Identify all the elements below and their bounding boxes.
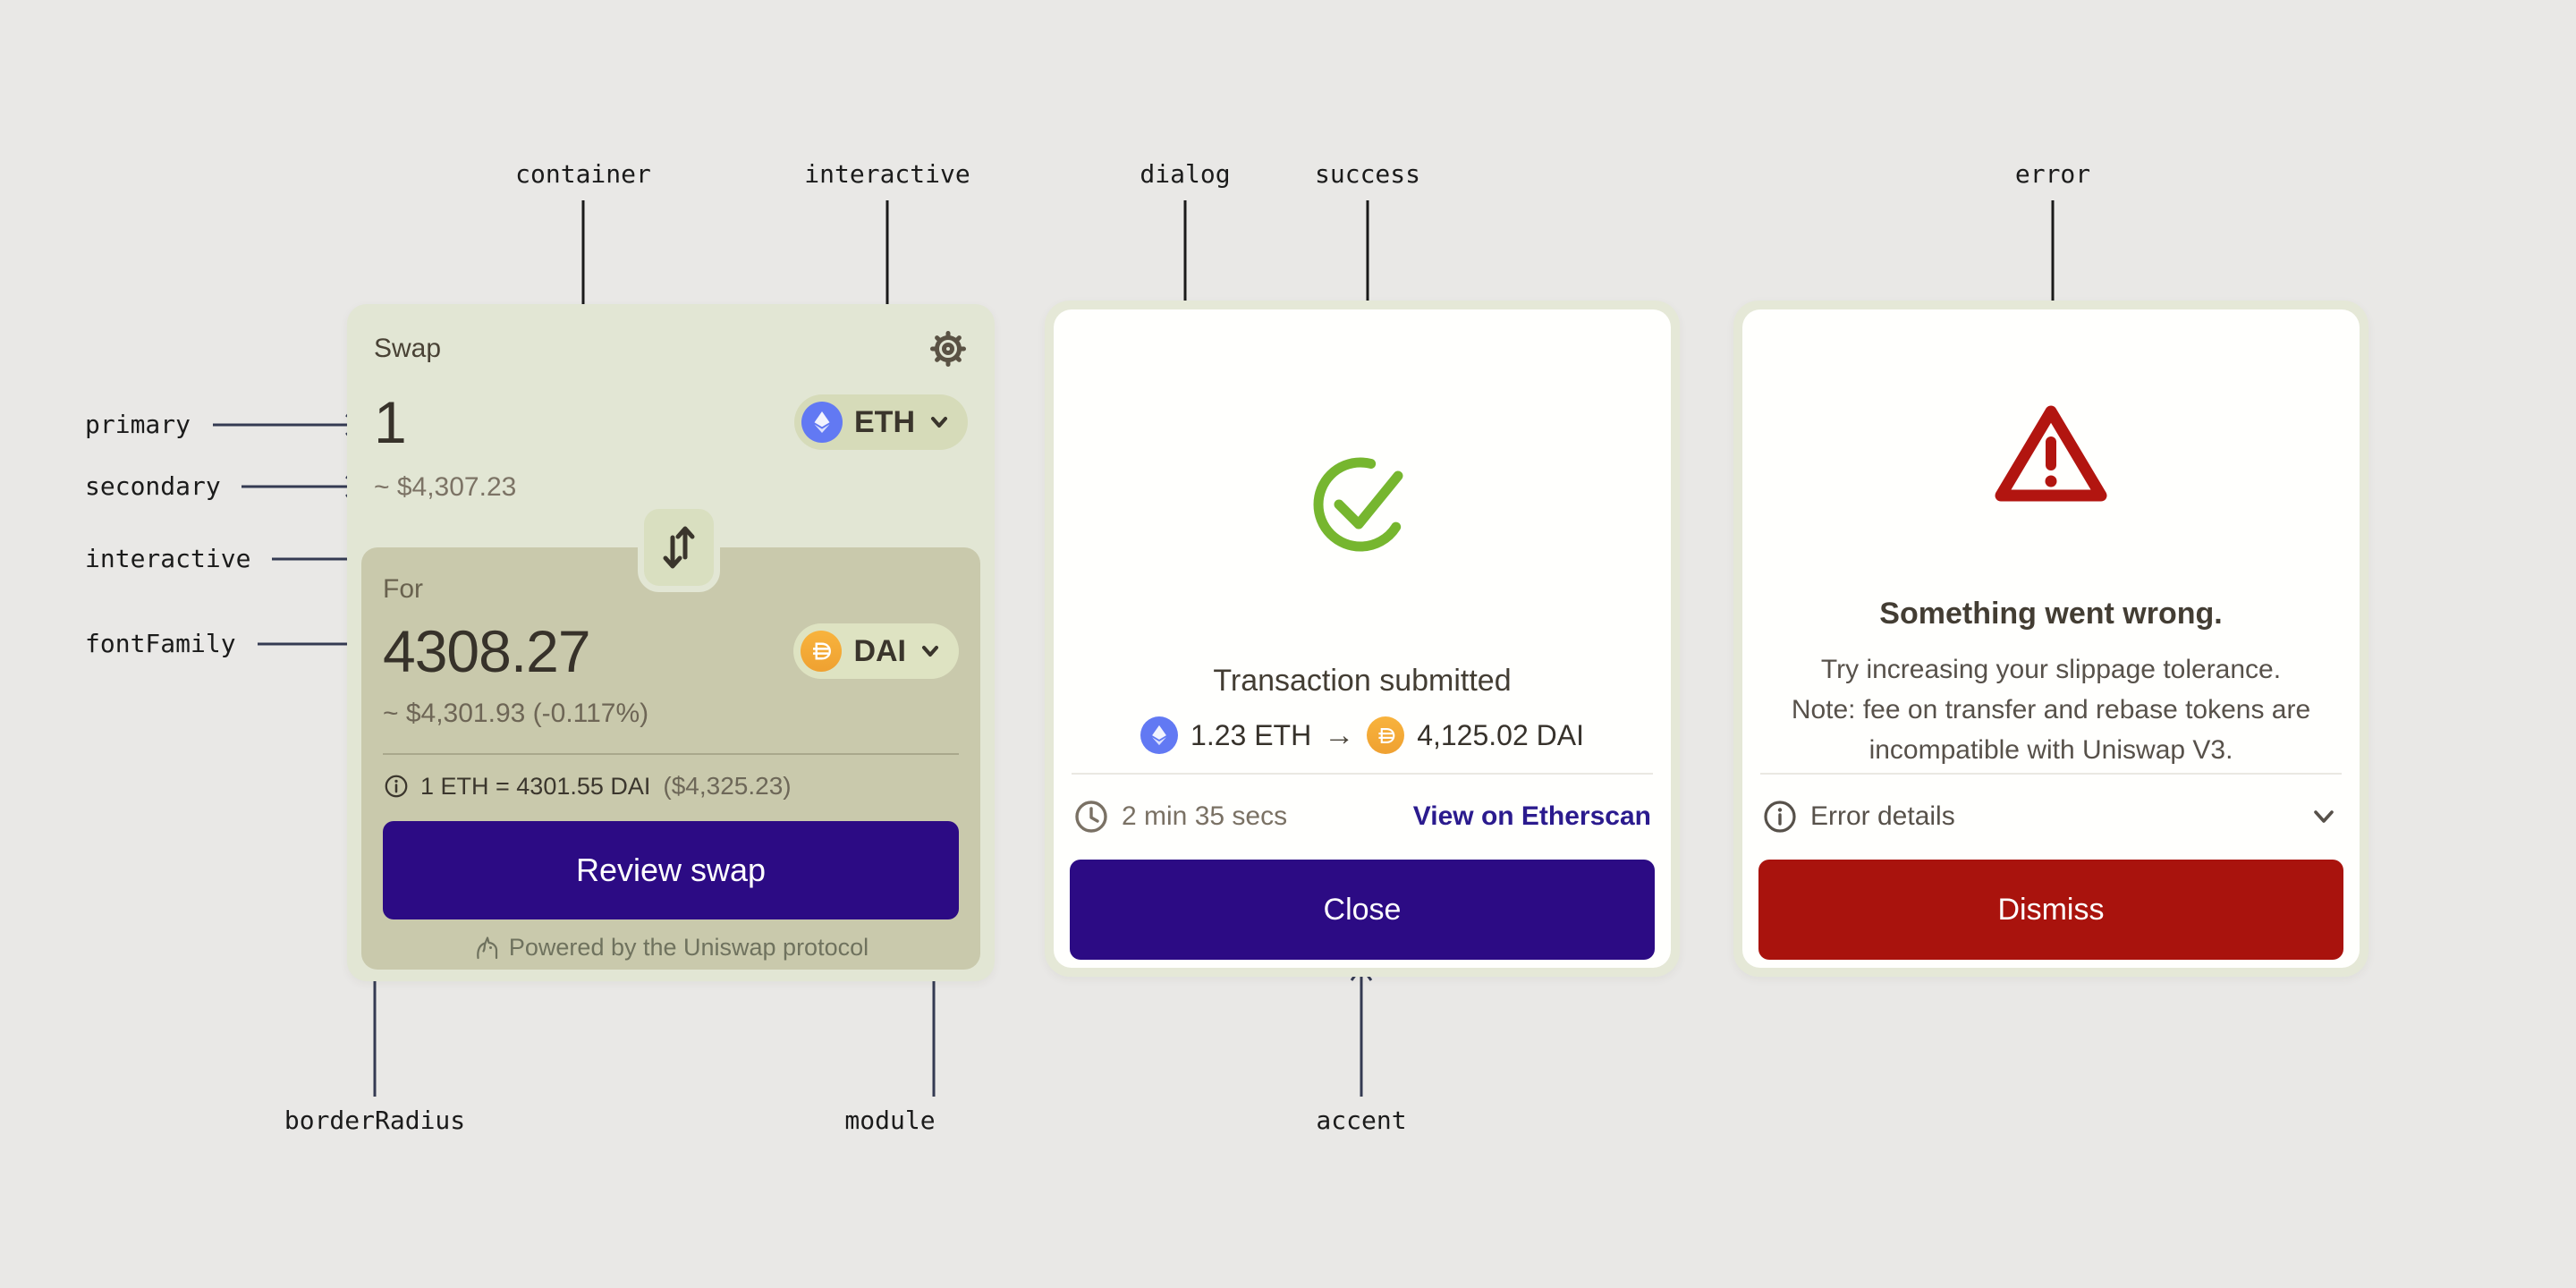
dai-icon (801, 631, 843, 672)
duration-label: 2 min 35 secs (1122, 801, 1288, 831)
info-icon (385, 775, 408, 798)
clock-icon (1075, 801, 1107, 833)
dai-icon (1367, 716, 1405, 754)
success-check-icon (1313, 457, 1408, 552)
swap-output-amount[interactable]: 4308.27 (383, 618, 591, 684)
arrow-right-icon: → (1324, 717, 1355, 752)
output-token-selector[interactable]: DAI (793, 623, 959, 679)
error-body-line: incompatible with Uniswap V3. (1868, 735, 2233, 765)
transaction-dialog: Transaction submitted 1.23 ETH → (1045, 301, 1680, 977)
to-amount: 4,125.02 DAI (1417, 718, 1584, 751)
annotation-error: error (2014, 159, 2091, 189)
swap-direction-button[interactable] (638, 503, 720, 592)
review-swap-button[interactable]: Review swap (383, 821, 959, 919)
unicorn-icon (477, 936, 498, 959)
annotation-primary: primary (85, 410, 191, 439)
error-heading: Something went wrong. (1879, 597, 2223, 631)
error-body-line: Try increasing your slippage tolerance. (1820, 655, 2282, 684)
annotation-dialog: dialog (1140, 159, 1231, 189)
divider (1072, 773, 1653, 775)
for-label: For (383, 574, 423, 604)
swap-vertical-icon (663, 526, 695, 569)
eth-icon (1140, 716, 1179, 754)
error-dialog: Something went wrong. Try increasing you… (1733, 301, 2368, 977)
annotation-interactive-top: interactive (804, 159, 970, 189)
annotation-accent: accent (1316, 1106, 1407, 1135)
view-on-etherscan-link[interactable]: View on Etherscan (1412, 801, 1651, 831)
swap-title: Swap (374, 334, 442, 363)
settings-button[interactable] (928, 329, 968, 369)
divider (383, 753, 959, 755)
rate-row: 1 ETH = 4301.55 DAI ($4,325.23) (383, 771, 959, 801)
chevron-down-icon (922, 646, 938, 657)
annotation-module: module (844, 1106, 936, 1135)
swap-input-usd: ~ $4,307.23 (374, 472, 517, 502)
eth-icon (801, 402, 843, 443)
annotation-borderradius: borderRadius (284, 1106, 466, 1135)
dismiss-button[interactable]: Dismiss (1758, 860, 2343, 960)
exchange-rate-usd: ($4,325.23) (663, 772, 792, 800)
swap-container: Swap 1 (347, 304, 995, 981)
gear-icon (930, 331, 966, 367)
close-button[interactable]: Close (1070, 860, 1655, 960)
divider (1760, 773, 2342, 775)
input-token-selector[interactable]: ETH (794, 394, 968, 450)
info-icon (1764, 801, 1796, 833)
from-amount: 1.23 ETH (1191, 718, 1312, 751)
annotation-secondary: secondary (85, 471, 221, 501)
swap-output-module: For 4308.27 DAI ~ (361, 547, 980, 970)
error-body-line: Note: fee on transfer and rebase tokens … (1791, 695, 2311, 724)
error-details-label: Error details (1810, 801, 1955, 831)
swap-output-usd: ~ $4,301.93 (-0.117%) (383, 699, 649, 728)
exchange-rate: 1 ETH = 4301.55 DAI (420, 772, 651, 800)
annotation-container: container (515, 159, 651, 189)
powered-by: Powered by the Uniswap protocol (383, 934, 959, 962)
input-token-label: ETH (854, 404, 915, 439)
annotation-interactive-left: interactive (85, 544, 251, 573)
annotation-fontfamily: fontFamily (85, 629, 236, 658)
powered-by-label: Powered by the Uniswap protocol (508, 934, 869, 961)
dialog-heading: Transaction submitted (1213, 664, 1512, 698)
error-details-toggle[interactable]: Error details (1762, 794, 2340, 839)
error-warning-icon (1995, 405, 2107, 502)
swap-summary: 1.23 ETH → 4,125.02 DAI (1054, 716, 1671, 755)
swap-input-amount[interactable]: 1 (374, 389, 407, 455)
error-body: Try increasing your slippage tolerance. … (1742, 649, 2360, 770)
chevron-down-icon (931, 417, 947, 428)
output-token-label: DAI (853, 633, 906, 668)
chevron-down-icon (2314, 810, 2334, 823)
annotation-success: success (1314, 159, 1421, 189)
